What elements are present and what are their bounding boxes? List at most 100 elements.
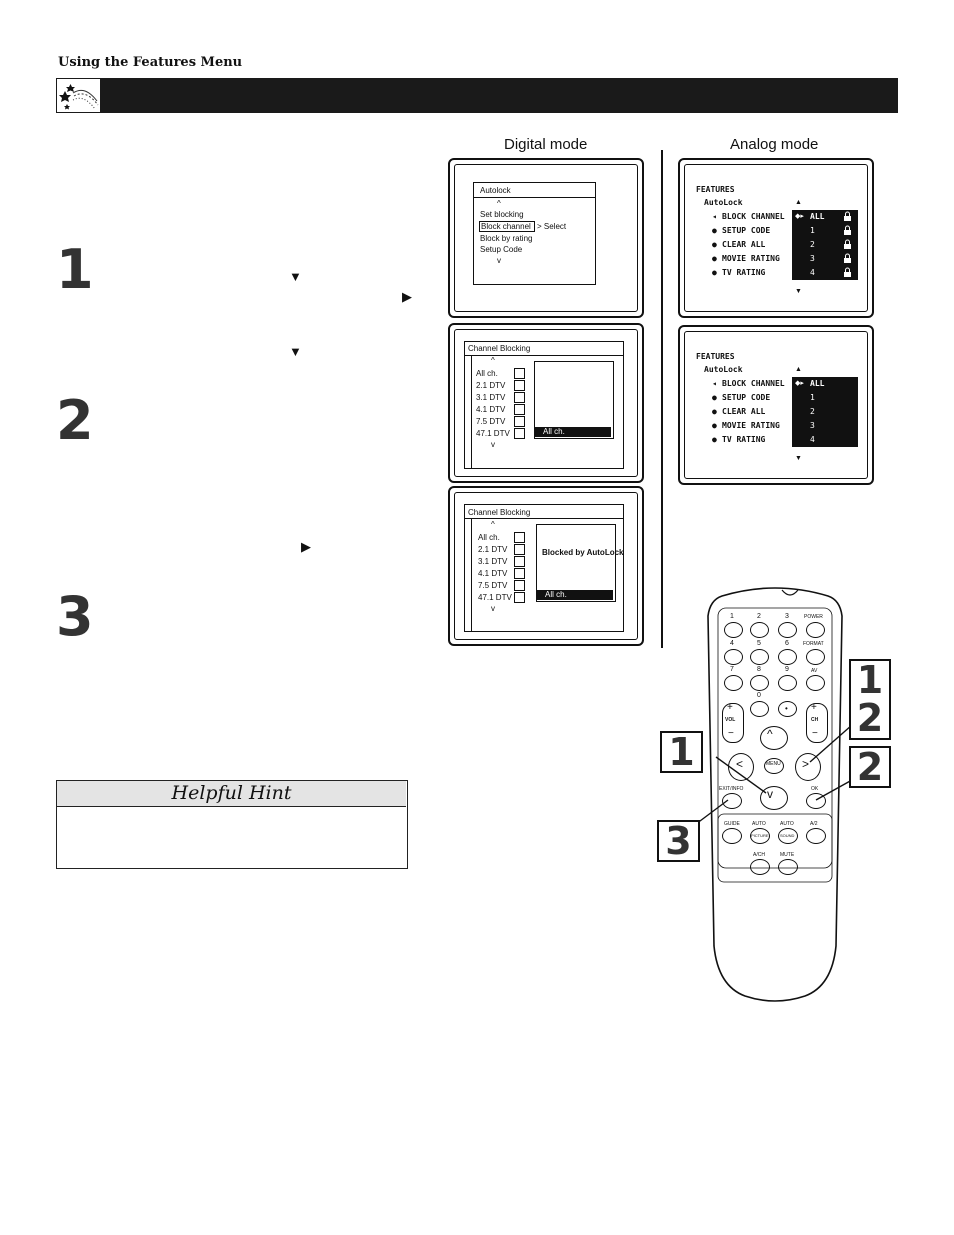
nav-down-button[interactable] [760, 786, 788, 810]
ok-button[interactable] [806, 793, 826, 809]
channel-47-1: 47.1 DTV [476, 429, 510, 438]
analog-item-movie-rating: MOVIE RATING [722, 421, 780, 430]
lock-icon [514, 568, 525, 579]
down-caret: v [491, 440, 495, 449]
selected-channel-bar: All ch. [535, 427, 611, 437]
a2-button[interactable] [806, 828, 826, 844]
remote-button-1[interactable] [724, 622, 743, 638]
lock-icon [514, 380, 525, 391]
label-dot: • [785, 704, 788, 713]
title-banner [56, 78, 898, 113]
up-caret: ^ [491, 520, 495, 529]
value-4: 4 [810, 435, 815, 444]
stars-icon [57, 79, 100, 112]
remote-button-4[interactable] [724, 649, 743, 665]
nav-left-button[interactable] [728, 753, 754, 781]
label-0: 0 [757, 692, 761, 699]
a-ch-button[interactable] [750, 859, 770, 875]
channel-rocker[interactable] [806, 703, 828, 743]
menu-button[interactable] [764, 758, 784, 774]
value-column [792, 377, 858, 447]
up-caret: ^ [491, 356, 495, 365]
chevron-down-icon: v [767, 787, 773, 801]
remote-button-7[interactable] [724, 675, 743, 691]
up-caret: ^ [497, 199, 501, 208]
remote-button-3[interactable] [778, 622, 797, 638]
label-7: 7 [730, 666, 734, 673]
label-auto-1: AUTO [752, 821, 766, 827]
menu-item-block-channel: Block channel [479, 221, 535, 232]
nav-right-button[interactable] [795, 753, 821, 781]
analog-item-block-channel: BLOCK CHANNEL [722, 379, 785, 388]
menu-item-block-by-rating: Block by rating [480, 234, 533, 243]
value-1: 1 [810, 226, 815, 235]
label-a2: A/2 [810, 821, 818, 827]
mute-button[interactable] [778, 859, 798, 875]
lock-icon [514, 392, 525, 403]
lock-icon [844, 211, 851, 277]
power-button[interactable] [806, 622, 825, 638]
channel-3-1: 3.1 DTV [478, 557, 508, 566]
analog-item-setup-code: SETUP CODE [722, 226, 771, 235]
label-9: 9 [785, 666, 789, 673]
label-power: POWER [804, 614, 823, 620]
exit-info-button[interactable] [722, 793, 742, 809]
remote-button-5[interactable] [750, 649, 769, 665]
analog-mode-title: Analog mode [730, 136, 819, 153]
channel-47-1: 47.1 DTV [478, 593, 512, 602]
features-title: FEATURES [696, 185, 735, 194]
menu-item-setup-code: Setup Code [480, 245, 523, 254]
analog-item-clear-all: CLEAR ALL [722, 407, 766, 416]
menu-item-set-blocking: Set blocking [480, 210, 524, 219]
lock-icon [514, 368, 525, 379]
label-4: 4 [730, 640, 734, 647]
step-number-3: 3 [56, 585, 94, 648]
remote-button-dot[interactable] [778, 701, 797, 717]
digital-screen-autolock: Autolock ^ Set blocking Block channel > … [448, 158, 644, 318]
lock-icon [514, 416, 525, 427]
selected-channel-bar: All ch. [537, 590, 613, 600]
down-triangle-icon: ▼ [289, 344, 302, 359]
channel-3-1: 3.1 DTV [476, 393, 506, 402]
label-ok: OK [811, 786, 819, 792]
remote-button-6[interactable] [778, 649, 797, 665]
auto-picture-button[interactable] [750, 828, 770, 844]
lock-icon [514, 580, 525, 591]
nav-marker: ◆▸ [795, 380, 804, 387]
autolock-menu [473, 182, 596, 285]
digital-screen-blocked: Channel Blocking ^ All ch. 2.1 DTV 3.1 D… [448, 486, 644, 646]
format-button[interactable] [806, 649, 825, 665]
callout-step-1-2-right: 1 2 [849, 659, 891, 740]
channel-2-1: 2.1 DTV [478, 545, 508, 554]
channel-down-icon: − [812, 728, 818, 739]
lock-icon [514, 556, 525, 567]
remote-button-9[interactable] [778, 675, 797, 691]
lock-icon [514, 404, 525, 415]
analog-item-tv-rating: TV RATING [722, 435, 766, 444]
value-3: 3 [810, 421, 815, 430]
label-format: FORMAT [803, 641, 824, 647]
remote-button-8[interactable] [750, 675, 769, 691]
down-arrow-icon: ▼ [795, 455, 802, 462]
channel-4-1: 4.1 DTV [476, 405, 506, 414]
remote-button-0[interactable] [750, 701, 769, 717]
value-3: 3 [810, 254, 815, 263]
features-title: FEATURES [696, 352, 735, 361]
nav-up-button[interactable] [760, 726, 788, 750]
callout-step-2-right: 2 [849, 746, 891, 788]
remote-button-2[interactable] [750, 622, 769, 638]
label-ch: CH [811, 717, 819, 723]
label-guide: GUIDE [724, 821, 740, 827]
channel-blocking-title: Channel Blocking [468, 508, 531, 517]
analog-item-clear-all: CLEAR ALL [722, 240, 766, 249]
value-2: 2 [810, 240, 815, 249]
volume-rocker[interactable] [722, 703, 744, 743]
auto-sound-button[interactable] [778, 828, 798, 844]
channel-all: All ch. [478, 533, 500, 542]
guide-button[interactable] [722, 828, 742, 844]
av-button[interactable] [806, 675, 825, 691]
section-label: Using the Features Menu [58, 55, 243, 70]
callout-step-1-left: 1 [660, 731, 703, 773]
down-caret: v [497, 256, 501, 265]
callout-pointer-lines [695, 724, 853, 825]
